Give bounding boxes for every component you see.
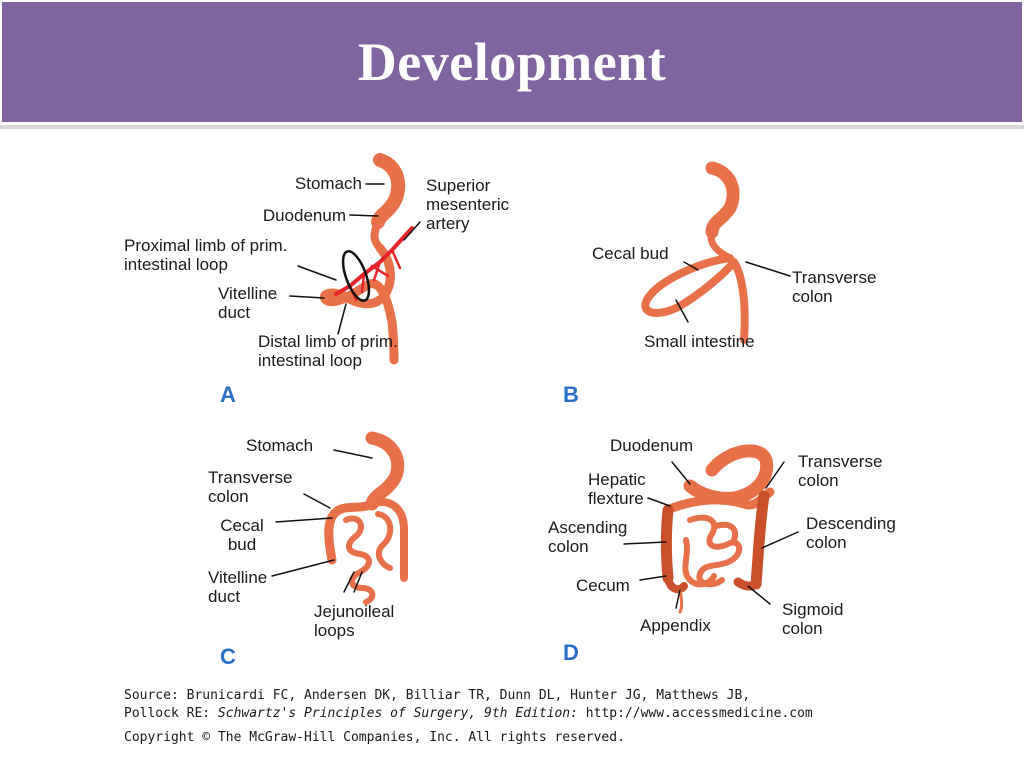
panel-c-label-cecal-bud: Cecal bud (220, 516, 264, 554)
panel-a-stomach (371, 153, 406, 229)
panel-d-label-sigmoid-colon: Sigmoid colon (782, 600, 844, 638)
panel-d-label-duodenum: Duodenum (610, 436, 694, 455)
source-citation-line-1: Source: Brunicardi FC, Andersen DK, Bill… (124, 688, 751, 703)
panel-a-label-stomach: Stomach (294, 174, 362, 193)
panel-c-transverse (324, 499, 377, 565)
panel-b-loop (641, 254, 749, 344)
panel-d-artwork (623, 444, 799, 614)
panel-a-label-sma: Superior mesenteric artery (426, 176, 510, 233)
panel-c-label-vitelline-duct: Vitelline duct (208, 568, 268, 606)
panel-d-label-hepatic-flexture: Hepatic flexture (588, 470, 646, 508)
panel-b-label-small-intestine: Small intestine (644, 332, 755, 351)
copyright-notice: Copyright © The McGraw-Hill Companies, I… (124, 730, 625, 745)
panel-d-letter: D (563, 640, 579, 665)
panel-b-duodenum (707, 228, 734, 262)
panel-d-small-bowel (682, 514, 743, 588)
panel-a-axis-ring (341, 250, 371, 302)
panel-d-label-ascending-colon: Ascending colon (548, 518, 628, 556)
panel-c-label-transverse-colon: Transverse colon (208, 468, 293, 506)
panel-d-appendix (678, 588, 683, 614)
title-divider (0, 125, 1024, 129)
panel-d-label-transverse-colon: Transverse colon (798, 452, 883, 490)
title-banner: Development (2, 2, 1022, 122)
panel-d-label-appendix: Appendix (640, 616, 711, 635)
panel-d-ascending (661, 504, 674, 584)
panel-b-stomach (705, 161, 740, 239)
panel-c-colon-right (368, 498, 408, 582)
panel-d-label-cecum: Cecum (576, 576, 630, 595)
panel-b-label-transverse-colon: Transverse colon (792, 268, 877, 306)
panel-c-jejunoileal (343, 511, 394, 605)
source-url: http://www.accessmedicine.com (577, 706, 813, 721)
panel-c-stomach (365, 431, 405, 511)
source-book-title: Schwartz's Principles of Surgery, 9th Ed… (217, 706, 578, 721)
panel-d-stomach (683, 444, 774, 505)
panel-a-label-duodenum: Duodenum (262, 206, 346, 225)
source-citation-line-2: Pollock RE: Schwartz's Principles of Sur… (124, 706, 813, 721)
slide-title: Development (357, 32, 667, 92)
panel-b-label-cecal-bud: Cecal bud (592, 244, 669, 263)
panel-d-descending (750, 490, 770, 590)
source-authors: Pollock RE: (124, 706, 218, 721)
panel-b-letter: B (563, 382, 579, 407)
panel-a-artwork (289, 153, 421, 365)
panel-c-letter: C (220, 644, 236, 669)
panel-a-label-distal-limb: Distal limb of prim. intestinal loop (258, 332, 398, 370)
panel-c-label-stomach: Stomach (246, 436, 314, 455)
panel-b-artwork (641, 161, 791, 344)
panel-a-artery (334, 226, 414, 296)
panel-d-cecum (664, 574, 688, 594)
panel-d-label-descending-colon: Descending colon (806, 514, 896, 552)
panel-a-loop (320, 243, 399, 365)
panel-c-label-jejunoileal-loops: Jejunoileal loops (314, 602, 395, 640)
panel-a-letter: A (220, 382, 236, 407)
panel-d-sigmoid (733, 577, 761, 591)
panel-a-label-vitelline-duct: Vitelline duct (218, 284, 278, 322)
panel-a-label-proximal-limb: Proximal limb of prim. intestinal loop (124, 236, 288, 274)
panel-a-artery-branches (348, 248, 402, 302)
panel-c-artwork (271, 431, 408, 605)
